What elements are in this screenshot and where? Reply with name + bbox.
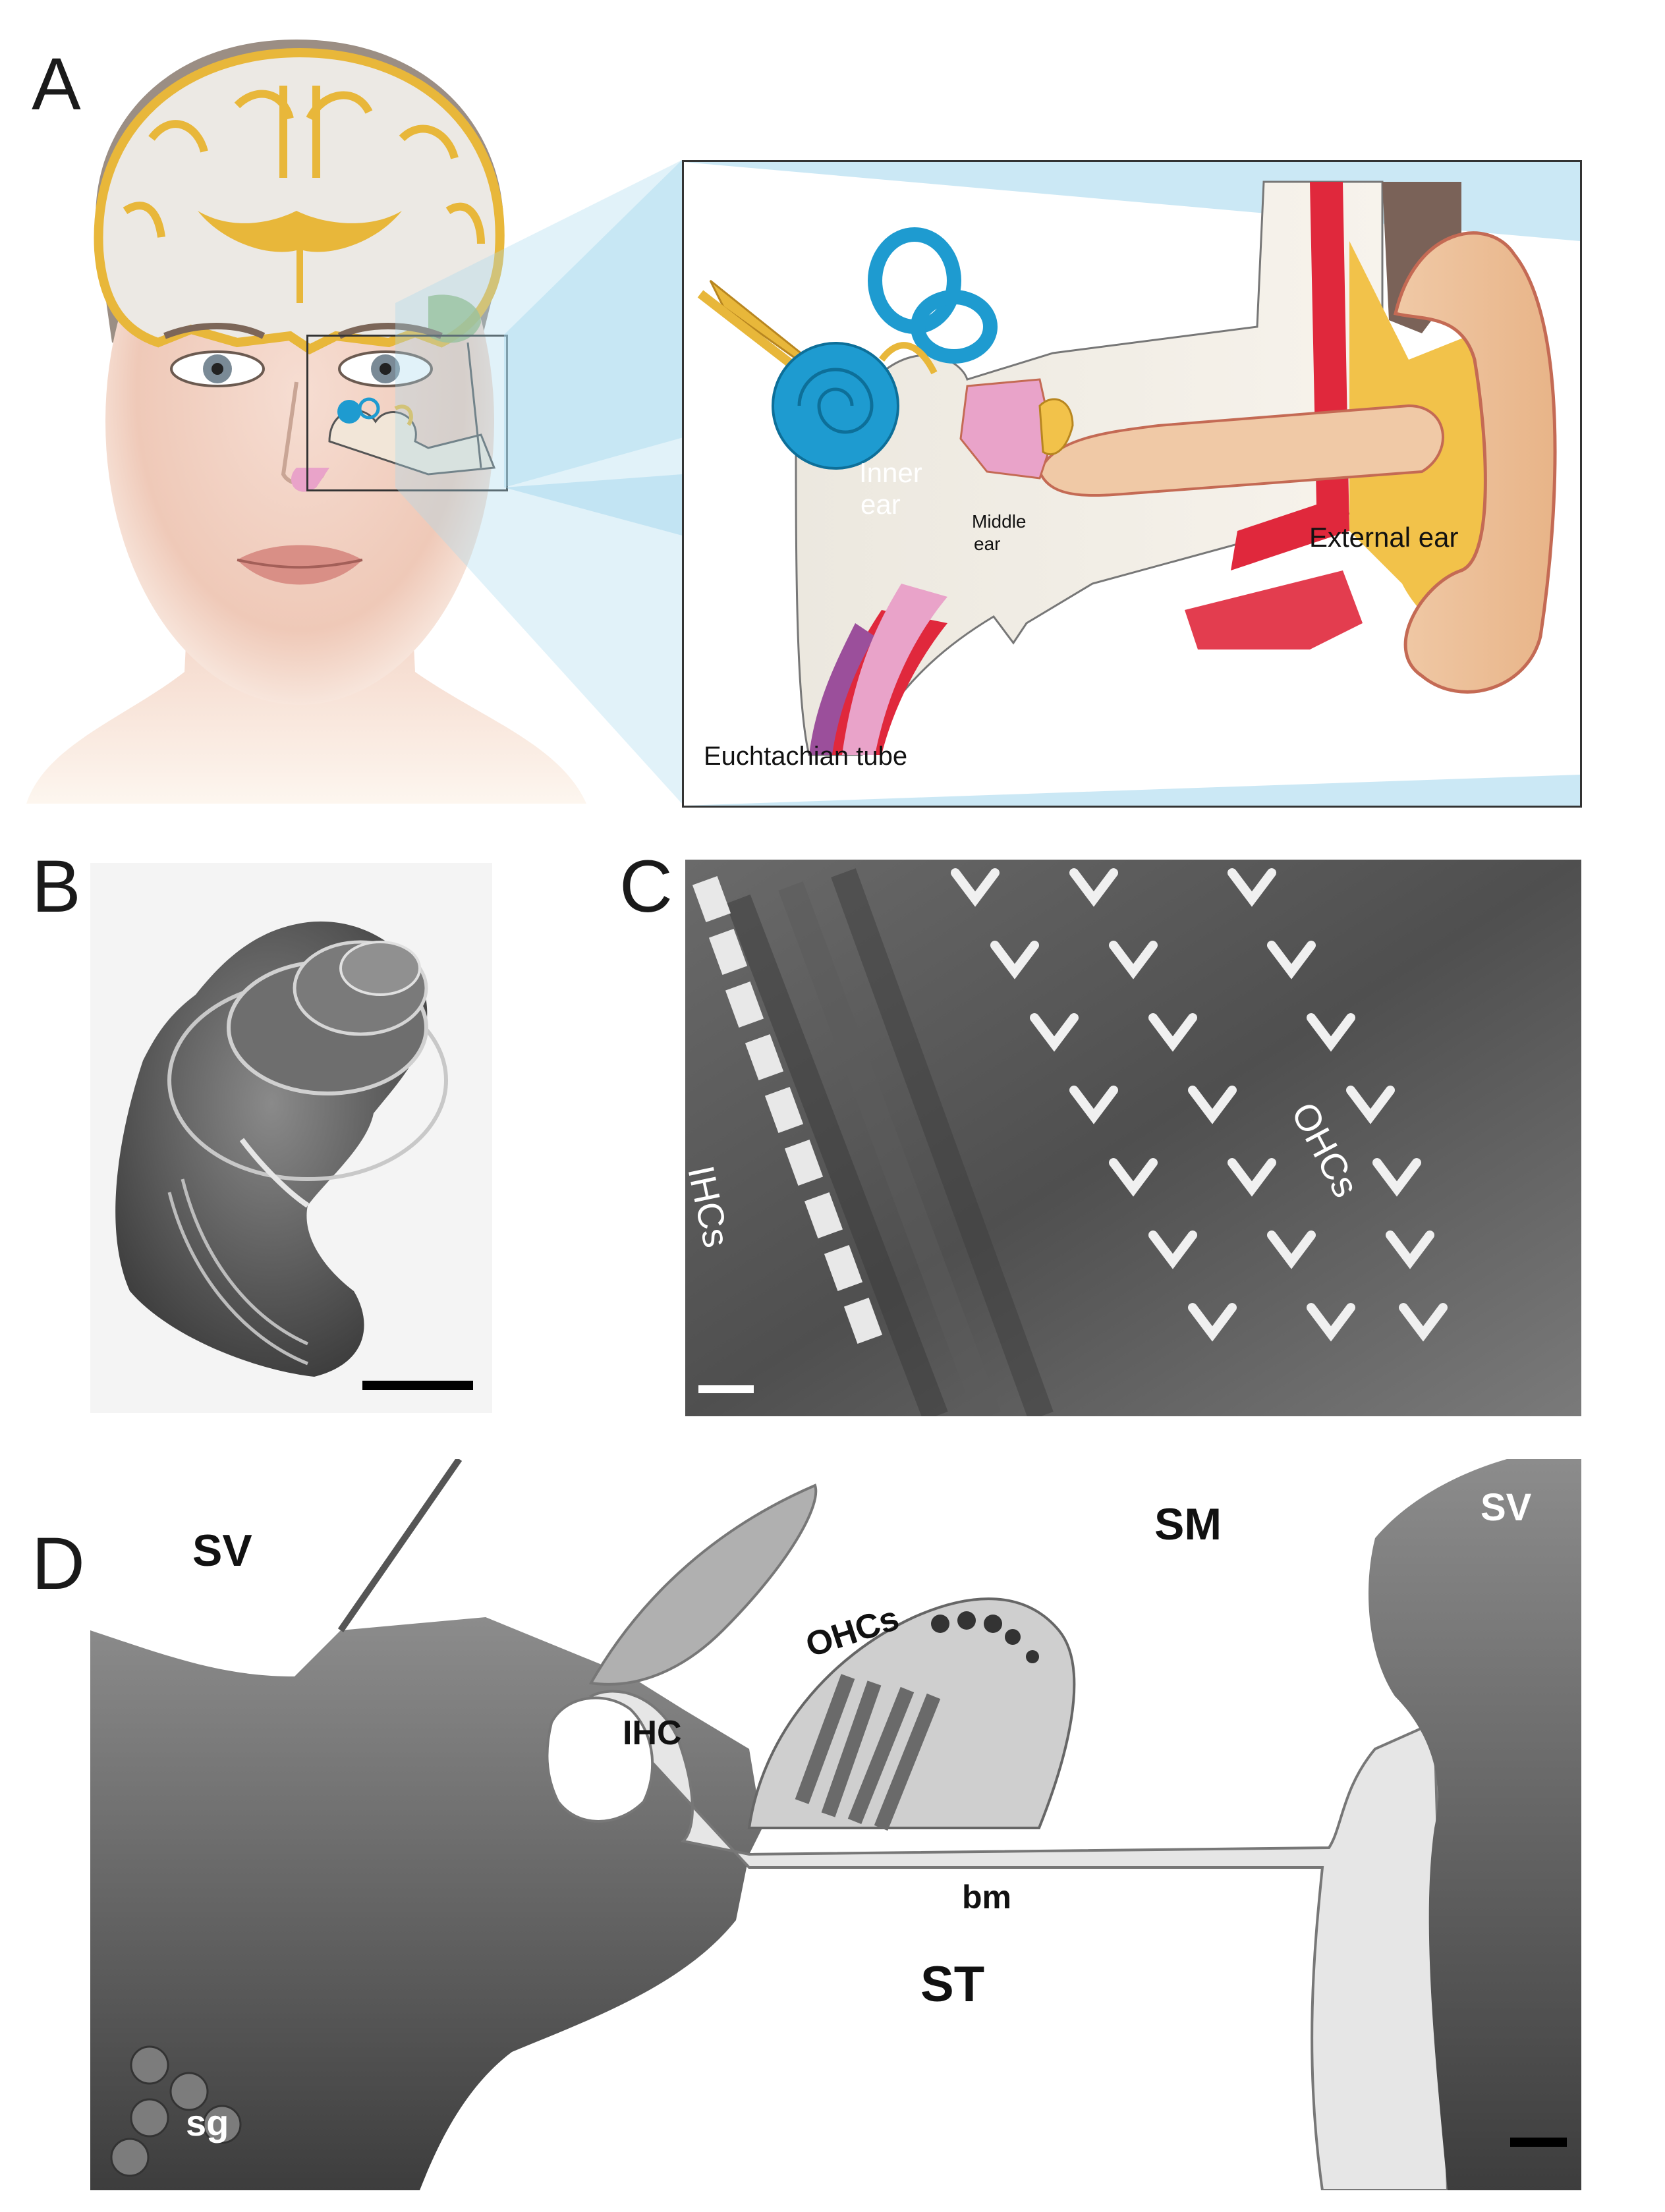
middle-ear-label-2: ear [974,534,1001,554]
scale-bar-d [1510,2138,1567,2147]
inner-ear-label-2: ear [861,489,901,520]
external-ear-label: External ear [1309,522,1459,553]
panel-letter-a: A [32,43,81,125]
bm-label: bm [962,1879,1011,1916]
sg-label: sg [186,2102,229,2143]
panel-letter-d: D [32,1522,85,1605]
sv-right-label: SV [1481,1486,1532,1529]
zoom-source-box [306,335,508,491]
organ-of-corti-section-image: SV SM SV IHC OHCs bm ST sg [90,1459,1581,2190]
scale-bar-c [698,1385,754,1393]
organ-of-corti-drawing [90,1459,1581,2190]
euchtachian-tube-label: Euchtachian tube [704,742,908,771]
panel-letter-b: B [32,845,81,927]
face-illustration [26,40,586,804]
sv-left-label: SV [192,1526,252,1576]
middle-ear-label-1: Middle [972,511,1027,532]
ihc-label: IHC [623,1714,682,1752]
brain-section [94,47,505,355]
hair-cells-sem-image: IHCs OHCs [685,860,1581,1416]
cochlea-sem-image [90,863,492,1413]
ear-anatomy-diagram [684,162,1580,806]
scale-bar-b [362,1381,473,1390]
sm-label: SM [1154,1499,1222,1549]
inner-ear-label-1: Inner [859,457,922,488]
cochlea-sem-drawing [115,921,448,1377]
panel-letter-c: C [619,845,673,927]
hair-cells-sem-drawing [685,860,1581,1416]
ear-anatomy-box [682,160,1582,808]
st-label: ST [920,1956,985,2012]
